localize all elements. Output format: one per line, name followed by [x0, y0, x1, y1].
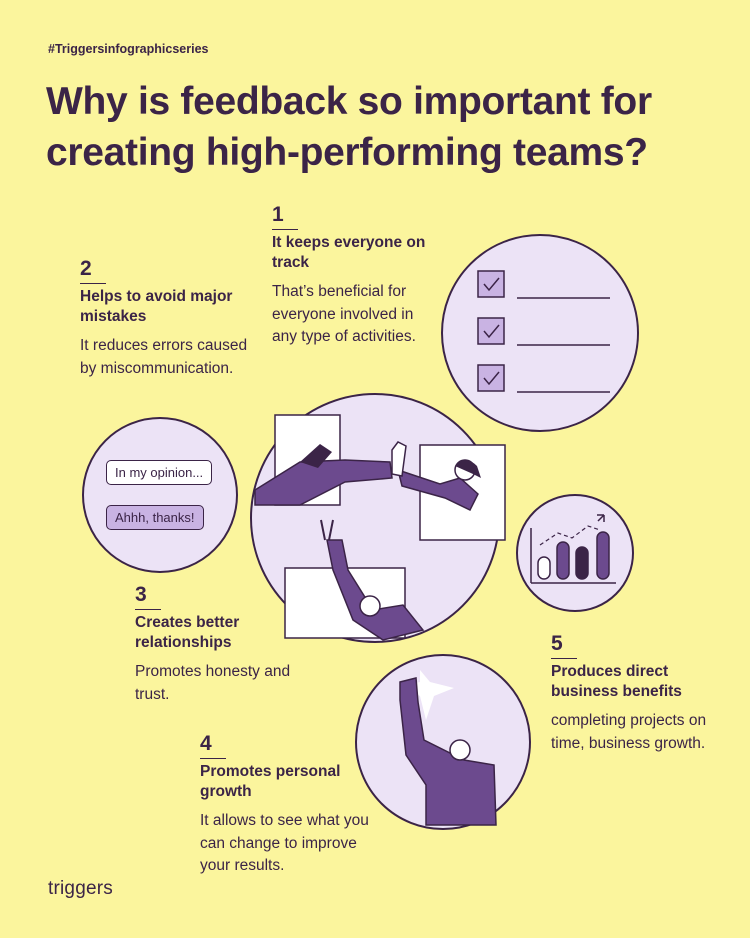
point-description: completing projects on time, business gr… [551, 712, 707, 752]
point-number: 4 [200, 732, 226, 759]
point-number: 5 [551, 632, 577, 659]
checkbox-icon [477, 270, 610, 299]
chat-circle [82, 417, 238, 573]
speech-bubble: Ahhh, thanks! [106, 505, 204, 530]
point-number: 2 [80, 257, 106, 284]
point-number: 3 [135, 583, 161, 610]
high-five-circle [250, 393, 506, 643]
brand-logo: triggers [48, 878, 113, 899]
point-description: It reduces errors caused by miscommunica… [80, 337, 248, 377]
page-title: Why is feedback so important for creatin… [46, 80, 652, 174]
point-5: 5 Produces direct business benefits comp… [551, 632, 721, 755]
point-description: It allows to see what you can change to … [200, 812, 369, 874]
point-description: That’s beneficial for everyone involved … [272, 283, 416, 345]
point-heading: Creates better relationships [135, 614, 240, 651]
checkbox-icon [477, 364, 610, 393]
speech-bubble: In my opinion... [106, 460, 213, 485]
point-heading: Helps to avoid major mistakes [80, 288, 233, 325]
point-1: 1 It keeps everyone on track That’s bene… [272, 203, 442, 349]
point-number: 1 [272, 203, 298, 230]
point-2: 2 Helps to avoid major mistakes It reduc… [80, 257, 255, 380]
growth-circle [355, 654, 531, 830]
checklist-circle [441, 234, 639, 432]
bar-chart-circle [516, 494, 634, 612]
hashtag: #Triggersinfographicseries [48, 42, 209, 56]
point-3: 3 Creates better relationships Promotes … [135, 583, 295, 706]
point-heading: It keeps everyone on track [272, 234, 426, 271]
point-4: 4 Promotes personal growth It allows to … [200, 732, 370, 878]
point-heading: Produces direct business benefits [551, 663, 682, 700]
point-description: Promotes honesty and trust. [135, 663, 291, 703]
point-heading: Promotes personal growth [200, 763, 341, 800]
checkbox-icon [477, 317, 610, 346]
